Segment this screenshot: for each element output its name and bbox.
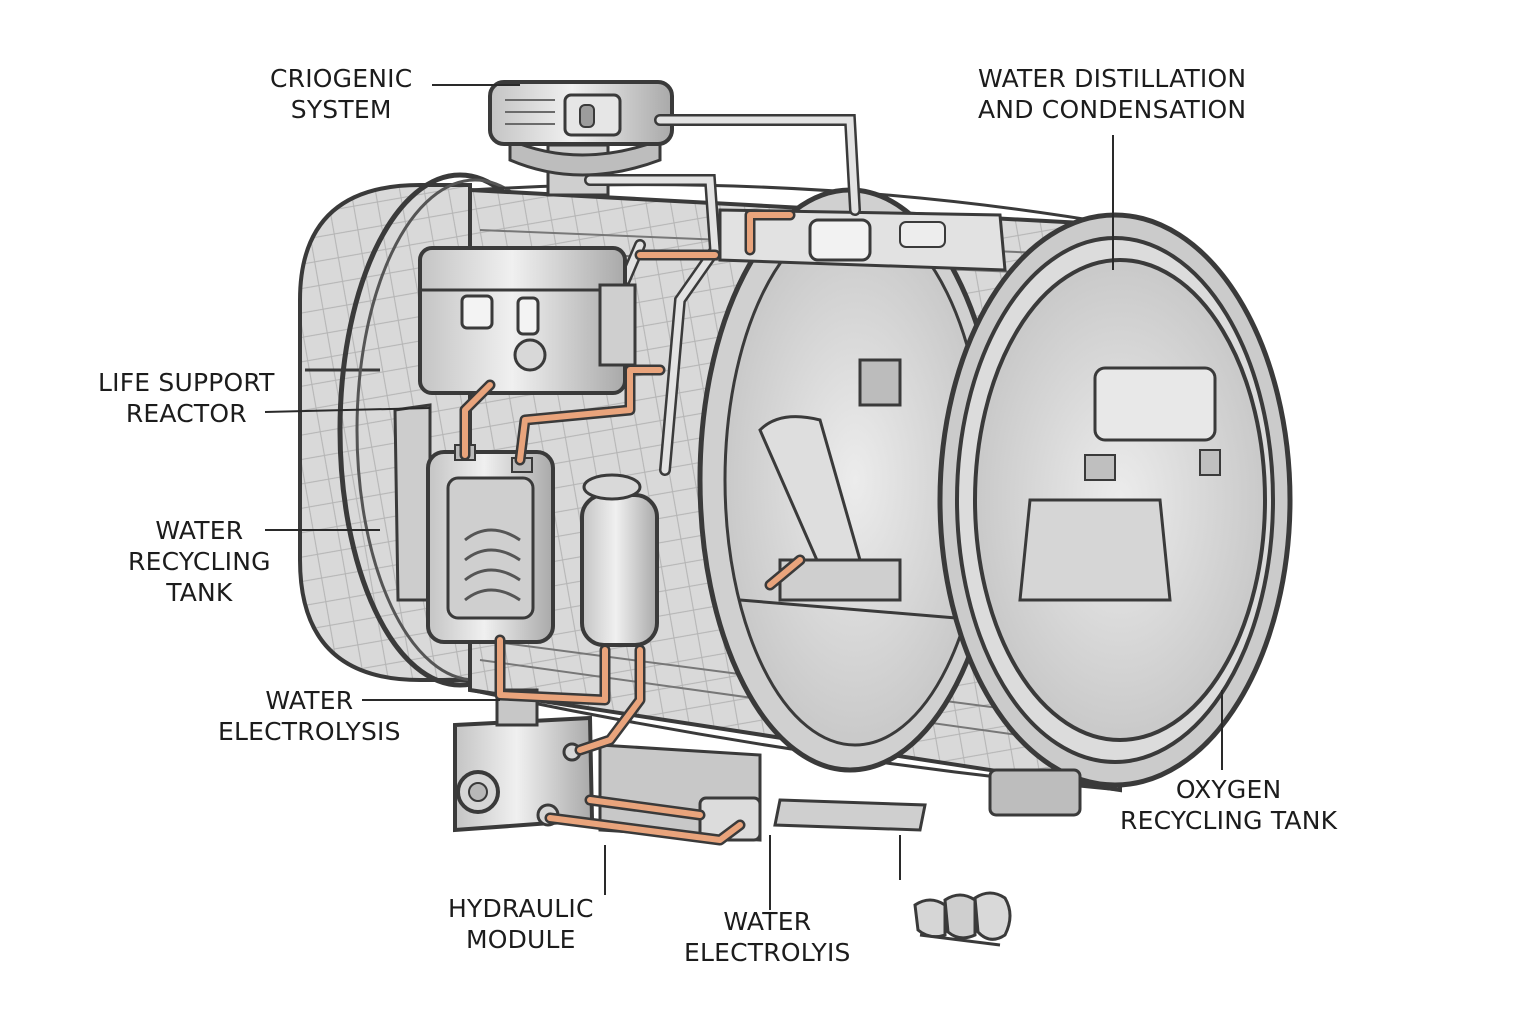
label-water-distillation: WATER DISTILLATION AND CONDENSATION	[978, 63, 1246, 125]
label-water-recycling-tank: WATER RECYCLING TANK	[128, 515, 271, 608]
label-life-support-reactor: LIFE SUPPORT REACTOR	[98, 367, 275, 429]
label-hydraulic-module: HYDRAULIC MODULE	[448, 893, 594, 955]
label-water-electrolyis: WATER ELECTROLYIS	[684, 906, 851, 968]
detached-coupling-part	[915, 893, 1010, 945]
label-criogenic-system: CRIOGENIC SYSTEM	[270, 63, 412, 125]
label-oxygen-recycling-tank: OXYGEN RECYCLING TANK	[1120, 774, 1337, 836]
water-recycling-tank-unit	[428, 445, 553, 642]
secondary-cylinder-tank	[582, 475, 657, 645]
label-water-electrolysis: WATER ELECTROLYSIS	[218, 685, 401, 747]
